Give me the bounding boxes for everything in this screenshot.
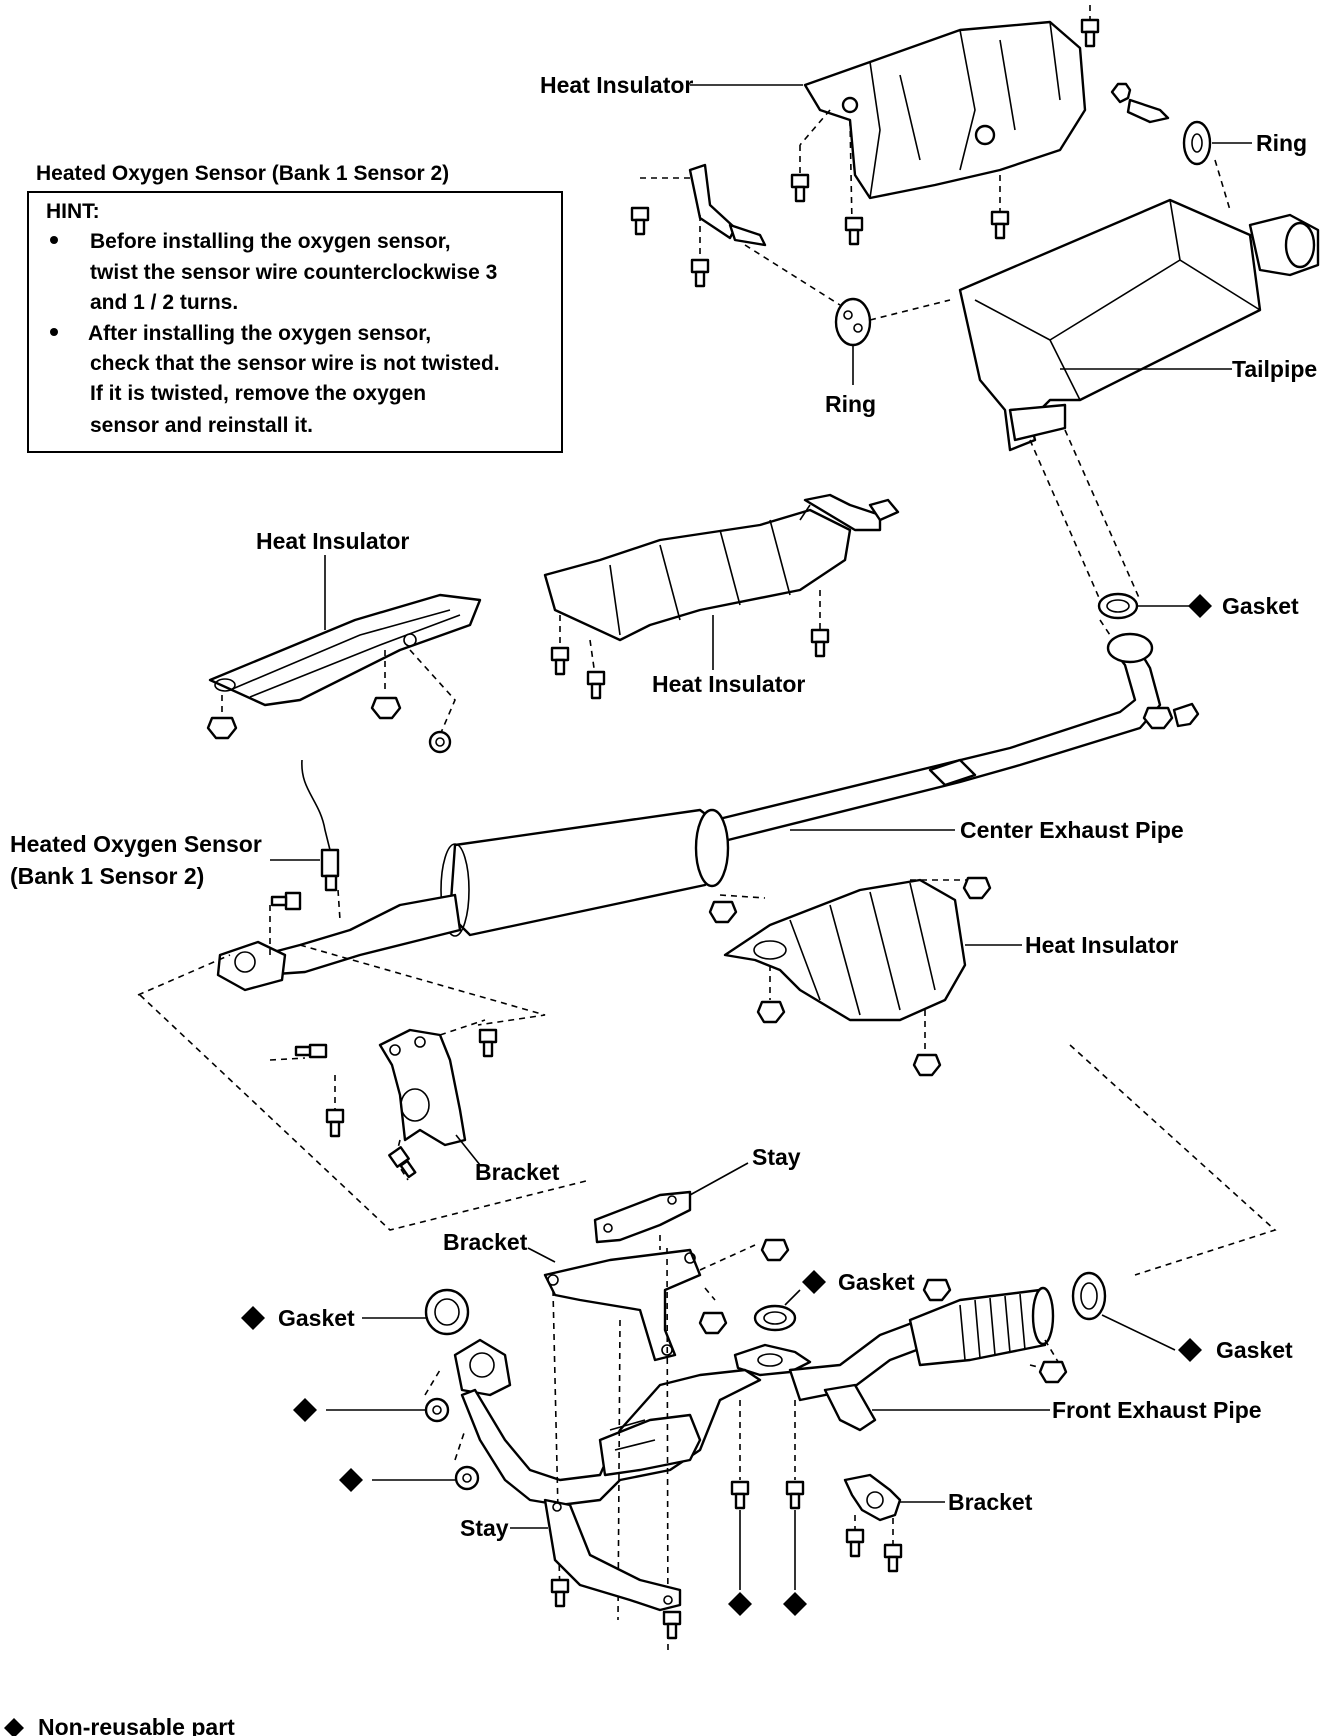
- gasket-right: [1071, 1271, 1107, 1321]
- bolt-icon: [730, 1480, 750, 1510]
- label-ring-right: Ring: [1256, 130, 1307, 156]
- nut-icon: [756, 1000, 786, 1024]
- non-reusable-diamond-icon: [802, 1270, 826, 1294]
- gasket-center: [753, 1304, 797, 1332]
- nut-icon: [912, 1053, 942, 1077]
- non-reusable-diamond-icon: [339, 1468, 363, 1492]
- hanger-bracket-top: [688, 163, 737, 240]
- nut-icon: [962, 876, 992, 900]
- bolt-icon: [662, 1610, 682, 1640]
- non-reusable-diamond-icon: [241, 1306, 265, 1330]
- bullet-icon: [50, 328, 58, 336]
- bolt-icon: [845, 1528, 865, 1558]
- nut-icon: [424, 1397, 450, 1423]
- ring-left: [834, 297, 872, 347]
- bolt-icon: [883, 1543, 903, 1573]
- gasket-tailpipe: [1097, 592, 1139, 620]
- label-heat-insulator-center: Heat Insulator: [652, 671, 805, 697]
- bolt-icon: [550, 1578, 570, 1608]
- nut-icon: [206, 716, 238, 740]
- gasket-left: [424, 1288, 470, 1336]
- bracket-front-left: [543, 1248, 702, 1362]
- front-exhaust-pipe: [453, 1286, 1055, 1507]
- hint-bullet-1-line-2: twist the sensor wire counterclockwise 3: [90, 261, 497, 284]
- hint-bullet-2-line-3: If it is twisted, remove the oxygen: [90, 382, 426, 405]
- nut-icon: [922, 1278, 952, 1302]
- non-reusable-diamond-icon: [1178, 1338, 1202, 1362]
- heat-insulator-top: [803, 20, 1087, 200]
- non-reusable-diamond-icon: [4, 1718, 24, 1736]
- non-reusable-diamond-icon: [1188, 594, 1212, 618]
- bolt-icon: [810, 628, 830, 658]
- hint-box: Heated Oxygen Sensor (Bank 1 Sensor 2) H…: [27, 162, 563, 453]
- bolt-icon: [790, 173, 810, 203]
- bolt-icon: [270, 891, 302, 911]
- label-heat-insulator-top: Heat Insulator: [540, 72, 693, 98]
- label-stay-bottom: Stay: [460, 1515, 509, 1541]
- non-reusable-diamond-icon: [783, 1592, 807, 1616]
- label-bracket-center: Bracket: [475, 1159, 560, 1185]
- label-heat-insulator-lower: Heat Insulator: [1025, 932, 1178, 958]
- label-oxygen-sensor-line-1: Heated Oxygen Sensor: [10, 831, 262, 857]
- heat-insulator-center: [543, 493, 882, 642]
- label-heat-insulator-left: Heat Insulator: [256, 528, 409, 554]
- hint-title: Heated Oxygen Sensor (Bank 1 Sensor 2): [36, 162, 449, 185]
- nut-icon: [1142, 706, 1174, 730]
- bolt-icon: [630, 206, 650, 236]
- tailpipe: [958, 198, 1320, 452]
- label-bracket-lower-right: Bracket: [948, 1489, 1033, 1515]
- label-oxygen-sensor-line-2: (Bank 1 Sensor 2): [10, 863, 204, 889]
- bracket-lower-right: [843, 1473, 902, 1522]
- label-center-exhaust-pipe: Center Exhaust Pipe: [960, 817, 1184, 843]
- label-gasket-tailpipe: Gasket: [1222, 593, 1299, 619]
- nut-icon: [760, 1238, 790, 1262]
- ring-right: [1110, 82, 1212, 166]
- bolt-icon: [586, 670, 606, 700]
- heated-oxygen-sensor: [301, 759, 340, 892]
- bolt-icon: [294, 1043, 328, 1059]
- non-reusable-diamond-icon: [293, 1398, 317, 1422]
- nut-icon: [428, 730, 452, 754]
- hint-bullet-2-line-4: sensor and reinstall it.: [90, 414, 313, 437]
- bolt-icon: [478, 1028, 498, 1058]
- nut-icon: [454, 1465, 480, 1491]
- nut-icon: [708, 900, 738, 924]
- center-exhaust-pipe: [216, 632, 1162, 992]
- heat-insulator-left: [208, 593, 482, 707]
- bolt-icon: [844, 216, 864, 246]
- bolt-icon: [1080, 18, 1100, 48]
- label-ring-left: Ring: [825, 391, 876, 417]
- label-stay-top: Stay: [752, 1144, 801, 1170]
- bolt-icon: [785, 1480, 805, 1510]
- hint-bullet-2-line-1: After installing the oxygen sensor,: [88, 322, 431, 345]
- hint-heading: HINT:: [46, 200, 100, 223]
- bolt-icon: [550, 646, 570, 676]
- bullet-icon: [50, 236, 58, 244]
- hint-bullet-2-line-2: check that the sensor wire is not twiste…: [90, 352, 500, 375]
- nut-icon: [370, 696, 402, 720]
- non-reusable-diamond-icon: [728, 1592, 752, 1616]
- nut-icon: [1172, 702, 1200, 728]
- bolt-icon: [990, 210, 1010, 240]
- label-tailpipe: Tailpipe: [1232, 356, 1317, 382]
- bolt-icon: [690, 258, 710, 288]
- nut-icon: [1038, 1360, 1068, 1384]
- bracket-center: [378, 1028, 467, 1147]
- heat-insulator-lower: [723, 878, 967, 1022]
- label-gasket-center: Gasket: [838, 1269, 915, 1295]
- hint-bullet-1-line-1: Before installing the oxygen sensor,: [90, 230, 451, 253]
- hint-bullet-1-line-3: and 1 / 2 turns.: [90, 291, 238, 314]
- label-bracket-front-left: Bracket: [443, 1229, 528, 1255]
- label-gasket-left: Gasket: [278, 1305, 355, 1331]
- label-front-exhaust-pipe: Front Exhaust Pipe: [1052, 1397, 1262, 1423]
- label-gasket-right: Gasket: [1216, 1337, 1293, 1363]
- nut-icon: [698, 1311, 728, 1335]
- stay-bottom: [543, 1498, 682, 1612]
- bolt-icon: [325, 1108, 345, 1138]
- bolt-icon: [388, 1146, 417, 1179]
- legend-non-reusable: Non-reusable part: [38, 1714, 235, 1736]
- stay-top: [593, 1190, 692, 1244]
